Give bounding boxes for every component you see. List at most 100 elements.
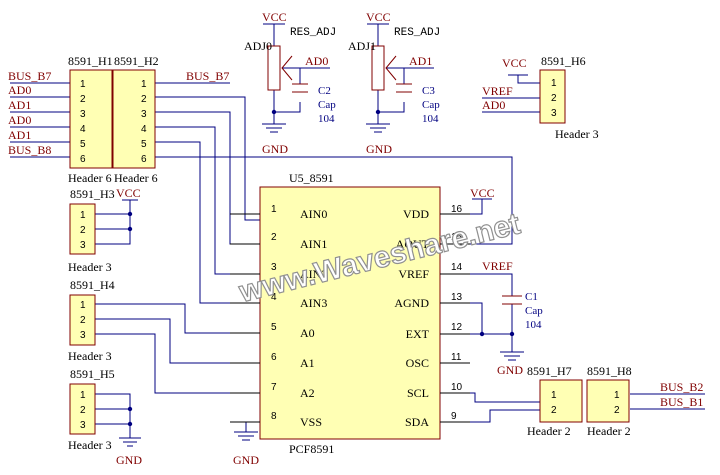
svg-text:2: 2 [80, 405, 86, 416]
svg-text:2: 2 [271, 232, 277, 243]
svg-text:104: 104 [525, 319, 542, 331]
svg-text:7: 7 [271, 382, 277, 393]
pin-ain2: AIN2 [300, 267, 327, 281]
svg-text:11: 11 [451, 352, 462, 363]
svg-text:104: 104 [422, 113, 439, 125]
svg-text:104: 104 [318, 113, 335, 125]
svg-text:3: 3 [141, 109, 147, 120]
svg-text:13: 13 [451, 292, 463, 303]
svg-text:Cap: Cap [525, 305, 543, 317]
pin-a1: A1 [300, 356, 315, 370]
svg-text:1: 1 [551, 390, 557, 401]
pin-vref: VREF [398, 267, 429, 281]
svg-text:4: 4 [271, 292, 277, 303]
pin-vss: VSS [300, 415, 322, 429]
svg-text:AD0: AD0 [8, 83, 31, 97]
svg-text:5: 5 [271, 322, 277, 333]
svg-text:4: 4 [80, 124, 86, 135]
svg-text:3: 3 [80, 330, 86, 341]
svg-text:3: 3 [80, 240, 86, 251]
svg-text:ADJ1: ADJ1 [348, 39, 376, 53]
svg-text:Cap: Cap [422, 99, 440, 111]
svg-text:8591_H3: 8591_H3 [70, 187, 115, 201]
chip-designator: U5_8591 [289, 171, 334, 185]
junctions [127, 109, 515, 427]
svg-text:Header 3: Header 3 [68, 438, 112, 452]
adj0-potentiometer: VCC RES_ADJ ADJ0 AD0 C2 Cap 104 GND [244, 10, 336, 156]
svg-text:2: 2 [551, 405, 557, 416]
svg-text:3: 3 [551, 108, 557, 119]
svg-text:15: 15 [451, 232, 463, 243]
svg-text:GND: GND [262, 142, 288, 156]
svg-text:BUS_B7: BUS_B7 [186, 69, 229, 83]
svg-text:BUS_B2: BUS_B2 [660, 380, 703, 394]
pin-scl: SCL [407, 386, 429, 400]
svg-text:Cap: Cap [318, 99, 336, 111]
svg-text:VREF: VREF [482, 84, 513, 98]
pin-osc: OSC [406, 356, 429, 370]
svg-text:AD0: AD0 [305, 54, 328, 68]
svg-text:1: 1 [614, 390, 620, 401]
h1-net-labels: BUS_B7 AD0 AD1 AD0 AD1 BUS_B8 BUS_B7 [8, 69, 229, 157]
svg-text:8591_H1: 8591_H1 [68, 54, 113, 68]
svg-text:8591_H2: 8591_H2 [114, 54, 159, 68]
svg-text:Header 3: Header 3 [68, 349, 112, 363]
svg-text:BUS_B1: BUS_B1 [660, 395, 703, 409]
svg-text:VCC: VCC [262, 10, 287, 24]
svg-text:GND: GND [366, 142, 392, 156]
header-h5: 8591_H5 Header 3 1 2 3 GND [68, 367, 142, 467]
svg-text:2: 2 [80, 94, 86, 105]
header-h4: 8591_H4 Header 3 1 2 3 [68, 278, 115, 363]
svg-text:4: 4 [141, 124, 147, 135]
svg-text:Header 3: Header 3 [555, 127, 599, 141]
adj1-potentiometer: VCC RES_ADJ ADJ1 AD1 C3 Cap 104 GND [348, 10, 440, 156]
header-h8: 8591_H8 Header 2 1 2 BUS_B2 BUS_B1 [586, 364, 703, 438]
svg-text:8591_H4: 8591_H4 [70, 278, 115, 292]
svg-text:AD0: AD0 [482, 98, 505, 112]
header-h1: 8591_H1 Header 6 1 2 3 4 5 6 [68, 54, 113, 185]
svg-text:1: 1 [141, 79, 147, 90]
svg-text:6: 6 [271, 352, 277, 363]
svg-text:6: 6 [80, 154, 86, 165]
svg-text:5: 5 [141, 139, 147, 150]
svg-text:9: 9 [451, 411, 457, 422]
svg-text:AD1: AD1 [8, 98, 31, 112]
svg-text:1: 1 [80, 210, 86, 221]
chip-u5: U5_8591 PCF8591 1 2 3 4 5 6 7 8 AIN0 AIN… [230, 171, 470, 456]
pin-aout: AOUT [396, 237, 430, 251]
svg-text:1: 1 [80, 300, 86, 311]
svg-text:8591_H6: 8591_H6 [541, 54, 586, 68]
header-h2: 8591_H2 Header 6 1 2 3 4 5 6 [112, 54, 159, 185]
svg-text:1: 1 [551, 78, 557, 89]
svg-text:VCC: VCC [470, 186, 495, 200]
pin-ain1: AIN1 [300, 237, 327, 251]
svg-text:Header 6: Header 6 [68, 171, 112, 185]
pin-a0: A0 [300, 326, 315, 340]
svg-text:RES_ADJ: RES_ADJ [290, 27, 336, 39]
svg-text:VCC: VCC [116, 186, 141, 200]
svg-text:3: 3 [80, 109, 86, 120]
svg-text:6: 6 [141, 154, 147, 165]
svg-text:10: 10 [451, 382, 463, 393]
svg-text:GND: GND [116, 453, 142, 467]
pin-ain0: AIN0 [300, 207, 327, 221]
svg-text:2: 2 [80, 225, 86, 236]
svg-text:8591_H5: 8591_H5 [70, 367, 115, 381]
header-h7: 8591_H7 Header 2 1 2 [527, 364, 583, 438]
svg-text:3: 3 [271, 262, 277, 273]
svg-text:1: 1 [80, 79, 86, 90]
svg-text:2: 2 [551, 93, 557, 104]
svg-text:5: 5 [80, 139, 86, 150]
svg-text:AD0: AD0 [8, 113, 31, 127]
svg-text:Header 3: Header 3 [68, 260, 112, 274]
svg-text:VCC: VCC [366, 10, 391, 24]
svg-text:2: 2 [614, 405, 620, 416]
svg-text:8591_H8: 8591_H8 [587, 364, 632, 378]
svg-text:C2: C2 [318, 85, 331, 97]
svg-text:GND: GND [233, 453, 259, 467]
pin-sda: SDA [405, 415, 429, 429]
header-h3: 8591_H3 Header 3 1 2 3 VCC [68, 186, 141, 274]
pin-ain3: AIN3 [300, 296, 327, 310]
svg-text:AD1: AD1 [8, 128, 31, 142]
